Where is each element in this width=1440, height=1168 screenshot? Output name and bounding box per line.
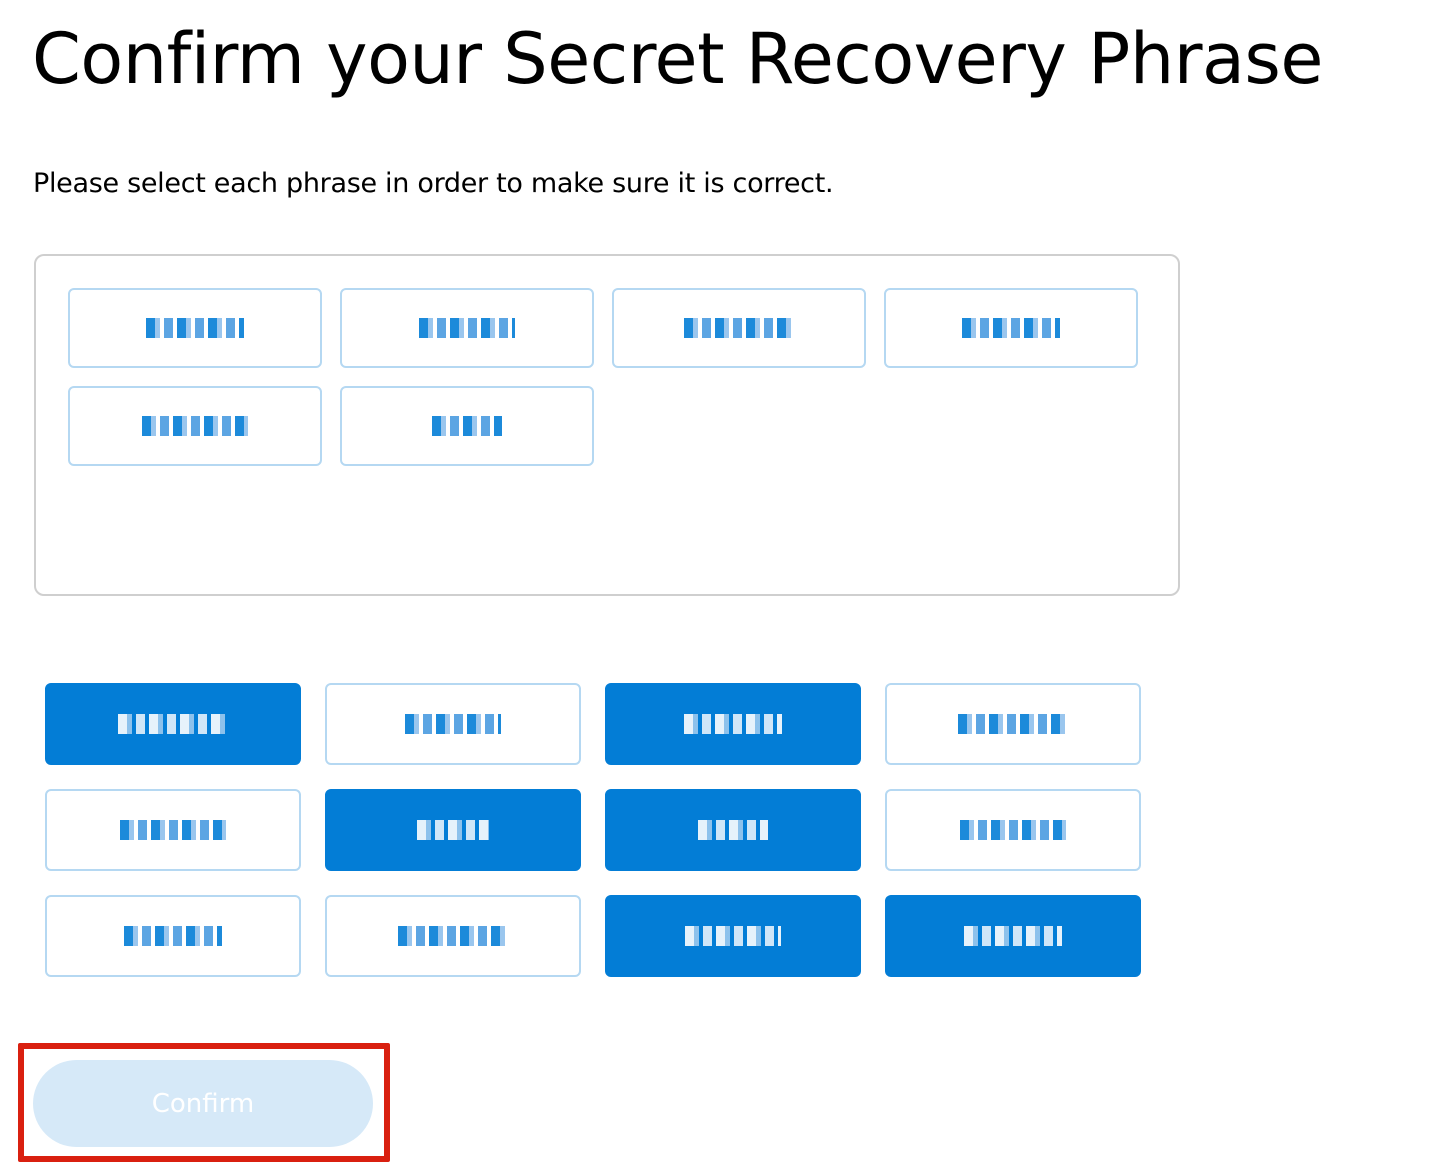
word-option-chip[interactable] <box>325 789 581 871</box>
redacted-word <box>118 714 228 734</box>
page-title: Confirm your Secret Recovery Phrase <box>32 18 1323 100</box>
redacted-word <box>685 926 781 946</box>
word-option-chip[interactable] <box>885 683 1141 765</box>
redacted-word <box>419 318 515 338</box>
selected-word-chip[interactable] <box>340 288 594 368</box>
word-option-chip[interactable] <box>885 789 1141 871</box>
selected-word-chip[interactable] <box>68 288 322 368</box>
redacted-word <box>124 926 222 946</box>
word-option-chip[interactable] <box>605 895 861 977</box>
page-subtitle: Please select each phrase in order to ma… <box>33 168 834 199</box>
redacted-word <box>964 926 1062 946</box>
redacted-word <box>960 820 1066 840</box>
word-option-chip[interactable] <box>325 895 581 977</box>
selected-word-chip[interactable] <box>340 386 594 466</box>
redacted-word <box>684 714 782 734</box>
selected-words-area <box>34 254 1180 596</box>
selected-word-chip[interactable] <box>68 386 322 466</box>
confirm-button[interactable]: Confirm <box>33 1060 373 1147</box>
word-option-chip[interactable] <box>325 683 581 765</box>
redacted-word <box>120 820 226 840</box>
redacted-word <box>398 926 508 946</box>
redacted-word <box>698 820 768 840</box>
redacted-word <box>142 416 248 436</box>
redacted-word <box>417 820 489 840</box>
selected-word-chip[interactable] <box>612 288 866 368</box>
redacted-word <box>684 318 794 338</box>
redacted-word <box>958 714 1068 734</box>
selected-word-chip[interactable] <box>884 288 1138 368</box>
word-option-chip[interactable] <box>45 683 301 765</box>
redacted-word <box>405 714 501 734</box>
redacted-word <box>432 416 502 436</box>
redacted-word <box>962 318 1060 338</box>
word-option-chip[interactable] <box>45 789 301 871</box>
word-option-chip[interactable] <box>45 895 301 977</box>
word-option-chip[interactable] <box>605 789 861 871</box>
redacted-word <box>146 318 244 338</box>
word-option-chip[interactable] <box>605 683 861 765</box>
word-option-chip[interactable] <box>885 895 1141 977</box>
